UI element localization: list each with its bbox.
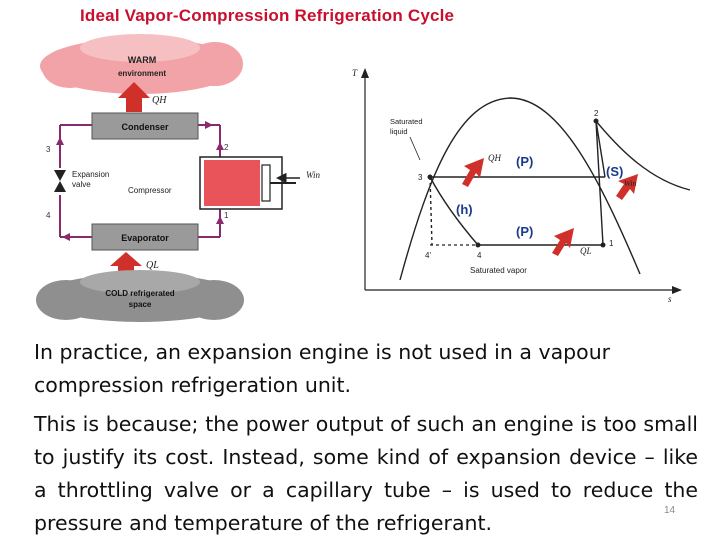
ts-y-label: T — [352, 68, 358, 78]
condenser-box — [91, 112, 199, 140]
ts-state-points — [427, 118, 606, 248]
ts-ql-arrow — [552, 228, 574, 256]
compressor-label: Compressor — [128, 186, 172, 195]
ts-win-label: Win — [624, 179, 636, 188]
evaporator-box — [91, 223, 199, 251]
process-label-h: (h) — [456, 202, 473, 217]
saturated-vapor-label: Saturated vapor — [470, 266, 527, 275]
warm-environment-cloud — [40, 34, 243, 94]
figure-svg: WARM environment QH — [36, 34, 691, 322]
cold-space-cloud — [36, 270, 244, 322]
body-paragraph-1: In practice, an expansion engine is not … — [34, 340, 611, 397]
expansion-valve-icon — [54, 170, 66, 192]
compressor-icon — [199, 156, 296, 210]
expansion-valve-label-2: valve — [72, 180, 91, 189]
body-paragraph-2: This is because; the power output of suc… — [34, 412, 698, 535]
warm-sublabel: environment — [118, 69, 166, 78]
saturation-dome — [399, 97, 641, 281]
ts-qh-label: QH — [488, 153, 501, 163]
saturated-liquid-label-1: Saturated — [390, 117, 423, 126]
figure-title: Ideal Vapor-Compression Refrigeration Cy… — [80, 6, 455, 25]
ts-axes — [364, 74, 676, 291]
ts-state-3: 3 — [418, 173, 423, 182]
condenser-label: Condenser — [121, 122, 169, 132]
process-label-p-bottom: (P) — [516, 224, 533, 239]
left-state-3: 3 — [46, 145, 51, 154]
win-label: Win — [306, 170, 321, 180]
cold-label: COLD refrigerated — [105, 289, 174, 298]
left-state-1: 1 — [224, 211, 229, 220]
ql-label: QL — [146, 260, 159, 271]
ts-x-label: s — [668, 294, 672, 304]
ts-state-1: 1 — [609, 239, 614, 248]
ts-win-arrow — [616, 174, 638, 200]
saturated-liquid-label-2: liquid — [390, 127, 408, 136]
evaporator-label: Evaporator — [121, 233, 169, 243]
ts-state-4: 4 — [477, 251, 482, 260]
ts-qh-arrow — [462, 158, 484, 187]
ts-y-axis-arrow — [361, 68, 369, 78]
ts-state-2: 2 — [594, 109, 599, 118]
ts-state-4-prime: 4' — [425, 251, 431, 260]
qh-label: QH — [152, 95, 167, 106]
ts-ql-label: QL — [580, 246, 592, 256]
qh-arrow — [118, 82, 150, 112]
warm-label: WARM — [128, 55, 157, 65]
expansion-valve-label-1: Expansion — [72, 170, 109, 179]
saturated-liquid-pointer — [409, 136, 421, 161]
ts-x-axis-arrow — [672, 286, 682, 294]
slide-number: 14 — [664, 505, 676, 516]
refrigeration-cycle-figure: Ideal Vapor-Compression Refrigeration Cy… — [36, 6, 691, 322]
process-label-p-top: (P) — [516, 154, 533, 169]
left-state-2: 2 — [224, 143, 229, 152]
flow-arrows — [56, 121, 224, 241]
ts-cycle-lines — [429, 118, 691, 246]
left-state-4: 4 — [46, 211, 51, 220]
cold-sublabel: space — [129, 300, 152, 309]
process-label-s: (S) — [606, 164, 623, 179]
